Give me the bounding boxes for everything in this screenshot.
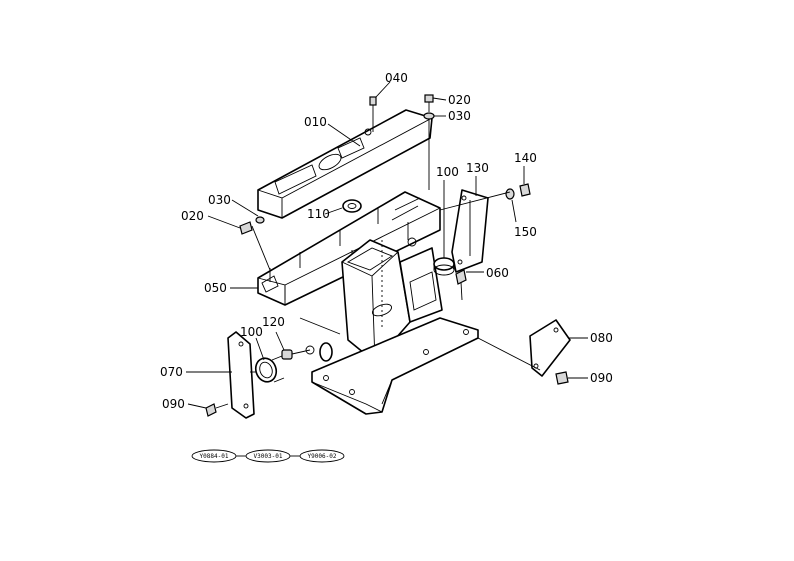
callout-120: 120 [262, 315, 285, 329]
callout-060: 060 [486, 266, 509, 280]
part-110-grommet [342, 199, 362, 213]
part-100-cap-top [433, 257, 455, 276]
part-020-bolt-top [424, 94, 434, 112]
leader-lines [186, 81, 588, 409]
part-010-top-panel [257, 109, 433, 219]
part-020-bolt-left [239, 221, 253, 235]
callout-020-left: 020 [181, 209, 204, 223]
callout-030-left: 030 [208, 193, 231, 207]
assembly-guide-lines [250, 120, 541, 373]
ref-label-2: V3003-01 [254, 453, 283, 460]
part-090-bolt-left [205, 403, 229, 417]
callout-090-right: 090 [590, 371, 613, 385]
callout-110: 110 [307, 207, 330, 221]
part-base-plate [311, 317, 479, 415]
callouts: 010 040 020 030 030 020 110 100 130 140 … [160, 71, 613, 411]
part-steering-tower [341, 239, 411, 363]
ref-oval-3 [299, 449, 345, 463]
part-100-knob-left [254, 355, 285, 383]
callout-100-left: 100 [240, 325, 263, 339]
ref-label-3: Y9006-02 [308, 453, 337, 460]
part-030-washer-left [255, 216, 265, 224]
part-150-washer [505, 188, 515, 200]
part-030-washer-top [423, 112, 435, 120]
callout-090-left: 090 [162, 397, 185, 411]
callout-150: 150 [514, 225, 537, 239]
reference-chain: Y0884-01 V3003-01 Y9006-02 [191, 449, 345, 463]
part-120-bushing [281, 342, 333, 362]
callout-080: 080 [590, 331, 613, 345]
callout-100-top: 100 [436, 165, 459, 179]
callout-010: 010 [304, 115, 327, 129]
callout-140: 140 [514, 151, 537, 165]
callout-020-top: 020 [448, 93, 471, 107]
part-080-right-cover [529, 319, 571, 377]
part-040-bolt [369, 96, 377, 120]
ref-label-1: Y0884-01 [200, 453, 229, 460]
part-050-frame-box [257, 191, 441, 306]
callout-050: 050 [204, 281, 227, 295]
callout-130: 130 [466, 161, 489, 175]
part-inner-bracket [399, 247, 443, 323]
part-140-bolt [519, 183, 531, 197]
part-060-bolt [455, 269, 467, 301]
callout-040: 040 [385, 71, 408, 85]
part-090-bolt-right [555, 371, 569, 385]
part-070-left-cover [227, 331, 255, 419]
callout-070: 070 [160, 365, 183, 379]
callout-030-top: 030 [448, 109, 471, 123]
